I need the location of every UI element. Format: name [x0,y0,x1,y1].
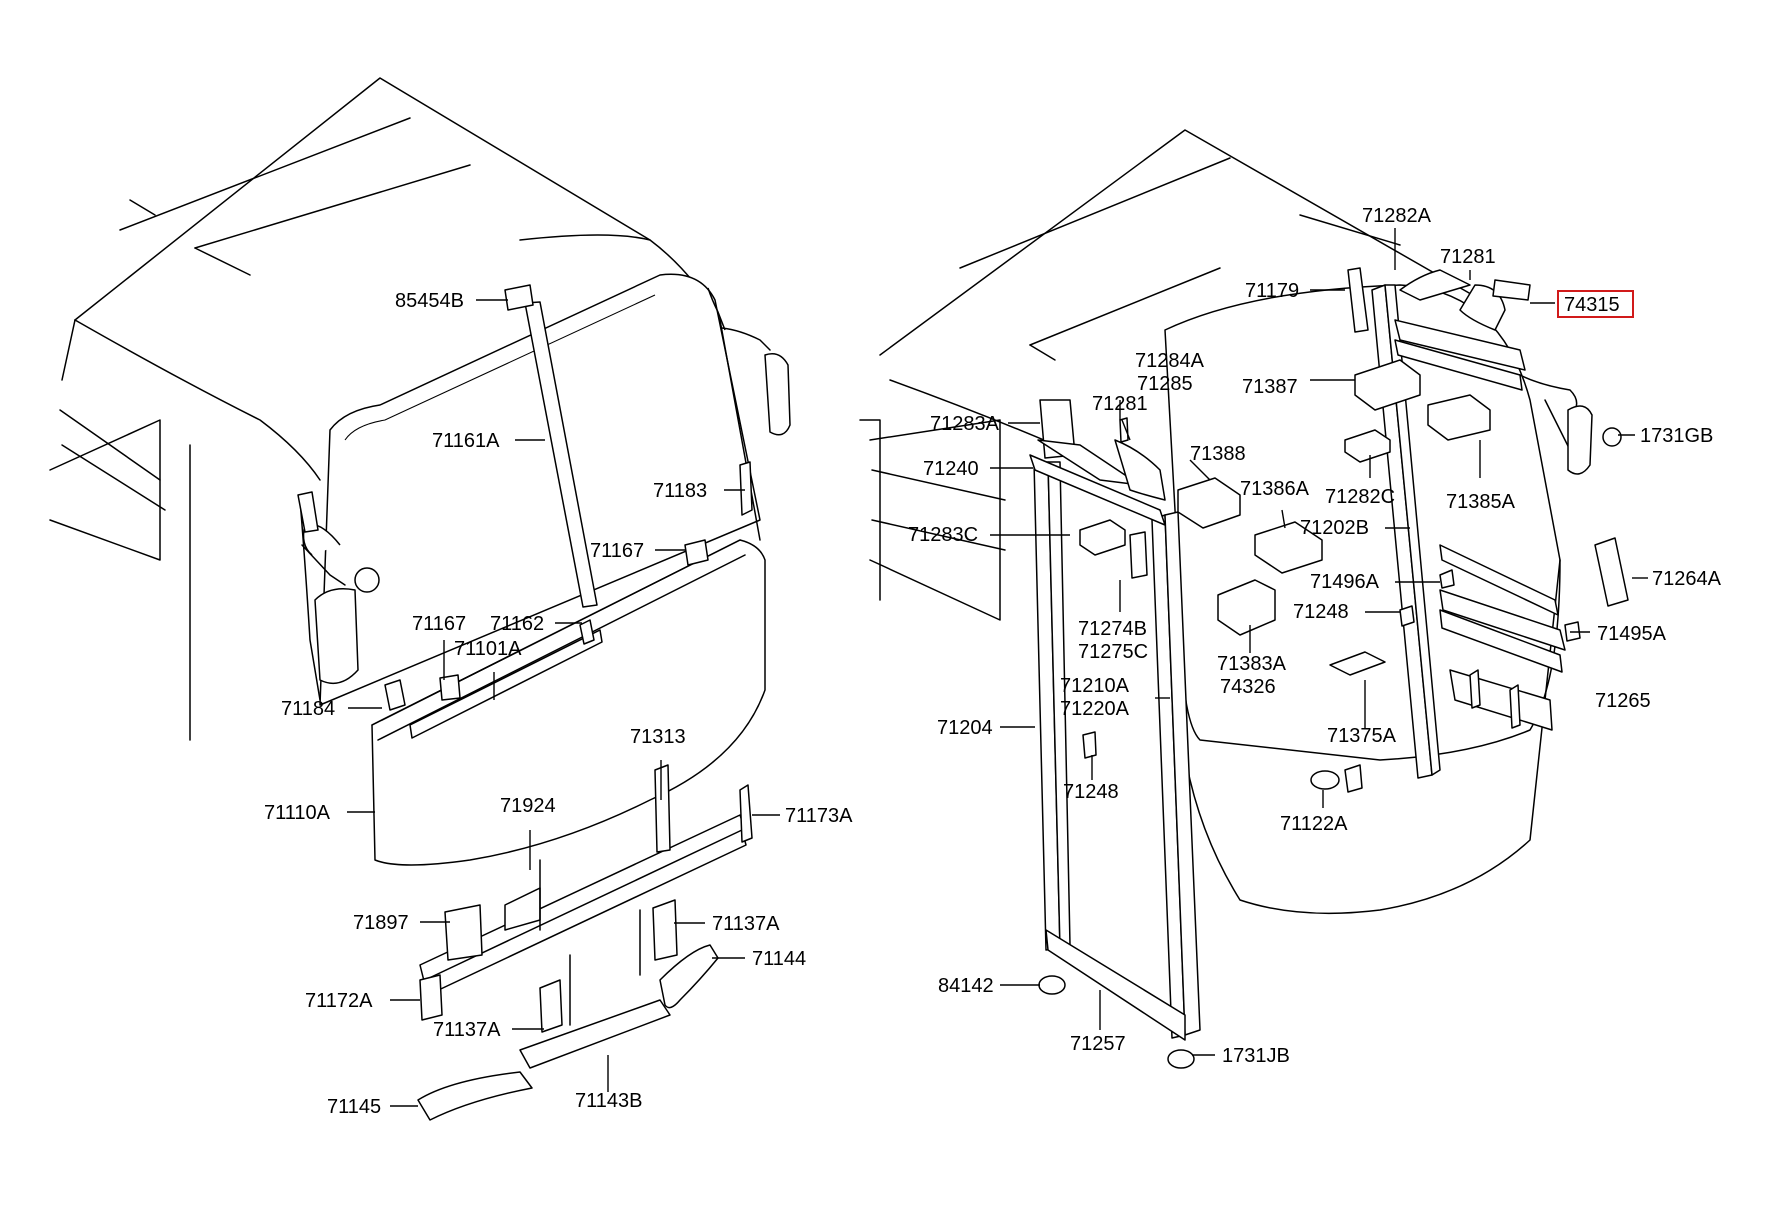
label-71897: 71897 [353,912,409,934]
label-71240: 71240 [923,458,979,480]
label-71387: 71387 [1242,376,1298,398]
label-71282C: 71282C [1325,486,1395,508]
label-71220A: 71220A [1060,698,1130,720]
left-labels: 85454B 71161A 71183 71167 71167 71162 71… [264,290,853,1118]
label-71173A: 71173A [785,805,853,827]
label-71388: 71388 [1190,443,1246,465]
label-71144: 71144 [752,948,806,970]
label-71264A: 71264A [1652,568,1722,590]
label-71283C: 71283C [908,524,978,546]
label-74315[interactable]: 74315 [1564,294,1620,316]
label-71257: 71257 [1070,1033,1126,1055]
label-84142: 84142 [938,975,994,997]
label-1731JB: 1731JB [1222,1045,1290,1067]
label-71281-upper: 71281 [1440,246,1496,268]
label-71137A-upper: 71137A [712,913,780,935]
label-71385A: 71385A [1446,491,1516,513]
right-vehicle-body [859,129,1629,1069]
label-71202B: 71202B [1300,517,1369,539]
label-71184: 71184 [281,698,335,720]
label-71386A: 71386A [1240,478,1310,500]
label-71167-upper: 71167 [590,540,644,562]
label-71143B: 71143B [575,1090,642,1112]
label-71101A: 71101A [454,638,522,660]
label-71275C: 71275C [1078,641,1148,663]
label-71137A-lower: 71137A [433,1019,501,1041]
label-71265: 71265 [1595,690,1651,712]
right-labels: 71282A 71281 71179 74315 71284A 71285 71… [908,205,1722,1067]
label-71145: 71145 [327,1096,381,1118]
label-71282A: 71282A [1362,205,1432,227]
label-71281-lower: 71281 [1092,393,1148,415]
left-vehicle-body [49,77,791,1121]
label-71496A: 71496A [1310,571,1380,593]
label-71375A: 71375A [1327,725,1397,747]
label-71283A: 71283A [930,413,1000,435]
label-71167-lower: 71167 [412,613,466,635]
label-71183: 71183 [653,480,707,502]
label-71161A: 71161A [432,430,500,452]
label-71284A: 71284A [1135,350,1205,372]
label-71248-lower: 71248 [1063,781,1119,803]
label-71924: 71924 [500,795,556,817]
label-71313: 71313 [630,726,686,748]
label-71122A: 71122A [1280,813,1348,835]
label-85454B: 85454B [395,290,464,312]
label-71172A: 71172A [305,990,373,1012]
label-71204: 71204 [937,717,993,739]
label-71248-upper: 71248 [1293,601,1349,623]
label-71110A: 71110A [264,802,331,824]
label-71383A: 71383A [1217,653,1287,675]
label-74326: 74326 [1220,676,1276,698]
label-71495A: 71495A [1597,623,1667,645]
highlight-box-74315 [1557,290,1634,318]
label-71162: 71162 [490,613,544,635]
label-1731GB: 1731GB [1640,425,1713,447]
label-71274B: 71274B [1078,618,1147,640]
leader-lines [347,228,1648,1107]
label-71285: 71285 [1137,373,1193,395]
label-71179: 71179 [1245,280,1299,302]
label-71210A: 71210A [1060,675,1130,697]
